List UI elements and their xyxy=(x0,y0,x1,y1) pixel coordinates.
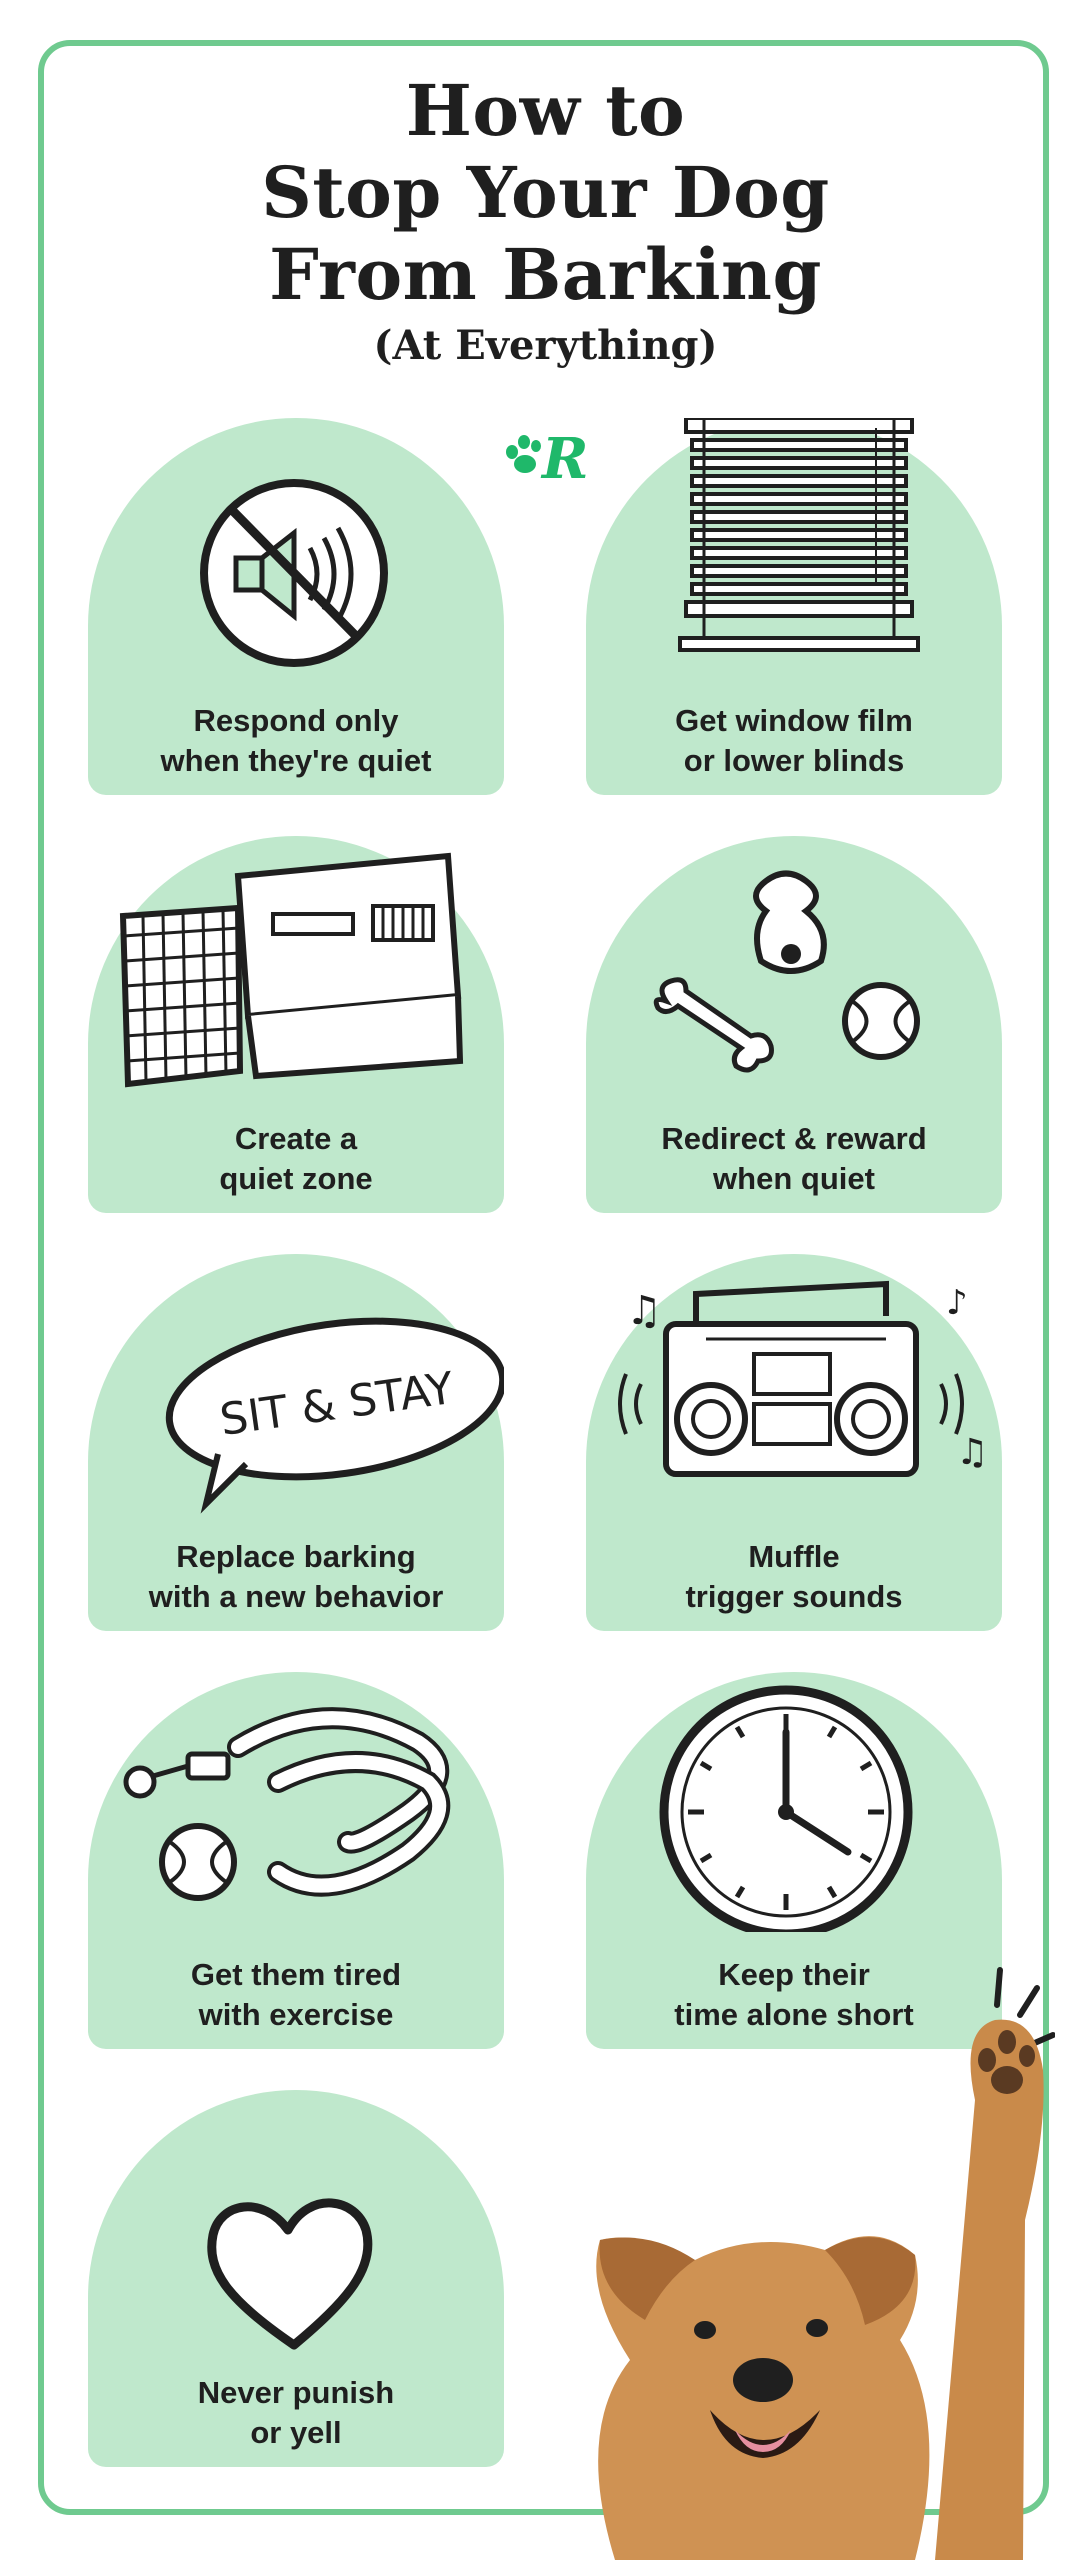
svg-text:♫: ♫ xyxy=(626,1288,662,1334)
muted-speaker-icon xyxy=(200,479,388,667)
infographic-frame xyxy=(38,40,1049,2515)
heart-icon xyxy=(207,2198,373,2350)
svg-text:♪: ♪ xyxy=(946,1283,968,1323)
speech-bubble-icon: SIT & STAY xyxy=(165,1317,504,1514)
title-line-1: How to xyxy=(405,69,686,152)
clock-icon xyxy=(659,1685,913,1932)
toys-icon xyxy=(653,870,920,1073)
brand-logo-icon: R xyxy=(506,426,588,490)
subtitle: (At Everything) xyxy=(373,322,718,369)
dog-crate-icon xyxy=(119,852,464,1088)
title-line-3: From Barking xyxy=(269,233,822,316)
title-block: How to Stop Your Dog From Barking (At Ev… xyxy=(0,70,1091,372)
logo-letter: R xyxy=(540,426,588,490)
waving-dog-illustration xyxy=(596,1967,1055,2560)
svg-text:♫: ♫ xyxy=(956,1432,988,1473)
boombox-icon: ♫ ♪ ♫ xyxy=(618,1280,988,1477)
window-blinds-icon xyxy=(678,418,920,652)
title-line-2: Stop Your Dog xyxy=(261,151,830,234)
leash-ball-icon xyxy=(123,1707,451,1901)
